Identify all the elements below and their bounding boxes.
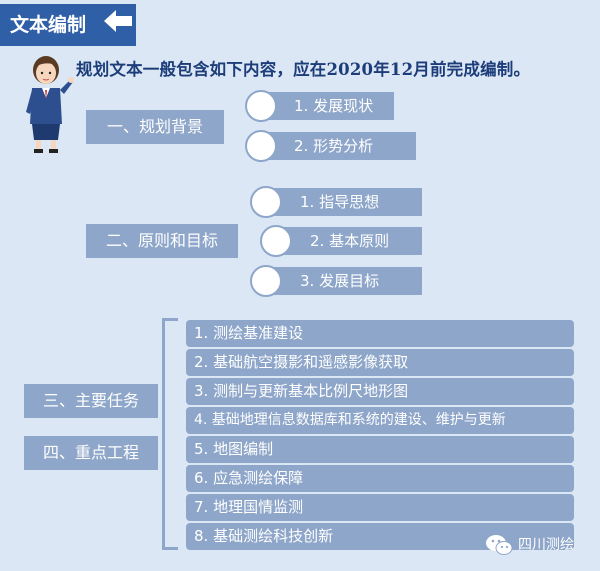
brand-watermark: 四川测绘 <box>484 532 574 558</box>
category-main-tasks: 三、主要任务 <box>24 384 158 418</box>
bullet-circle-icon <box>250 265 282 297</box>
item-situation-analysis: 2. 形势分析 <box>264 132 416 160</box>
item-development-goals: 3. 发展目标 <box>270 267 422 295</box>
task-item: 1. 测绘基准建设 <box>186 320 574 347</box>
category-key-projects: 四、重点工程 <box>24 436 158 470</box>
task-item: 5. 地图编制 <box>186 436 574 463</box>
item-guiding-thought: 1. 指导思想 <box>270 188 422 216</box>
task-item: 7. 地理国情监测 <box>186 494 574 521</box>
brand-label: 四川测绘 <box>518 537 574 553</box>
back-arrow-icon[interactable] <box>100 6 136 36</box>
category-planning-background: 一、规划背景 <box>86 110 224 144</box>
intro-text: 规划文本一般包含如下内容，应在2020年12月前完成编制。 <box>76 60 531 79</box>
item-development-status: 1. 发展现状 <box>264 92 394 120</box>
item-basic-principles: 2. 基本原则 <box>280 227 422 255</box>
bullet-circle-icon <box>245 130 277 162</box>
task-item: 6. 应急测绘保障 <box>186 465 574 492</box>
task-item: 4. 基础地理信息数据库和系统的建设、维护与更新 <box>186 407 574 434</box>
presenter-illustration <box>26 56 74 153</box>
task-item: 2. 基础航空摄影和遥感影像获取 <box>186 349 574 376</box>
task-item: 3. 测制与更新基本比例尺地形图 <box>186 378 574 405</box>
wechat-icon <box>486 535 513 555</box>
bullet-circle-icon <box>250 186 282 218</box>
bullet-circle-icon <box>245 90 277 122</box>
tasks-bracket <box>162 318 178 550</box>
bullet-circle-icon <box>260 225 292 257</box>
category-principles-goals: 二、原则和目标 <box>86 224 238 258</box>
